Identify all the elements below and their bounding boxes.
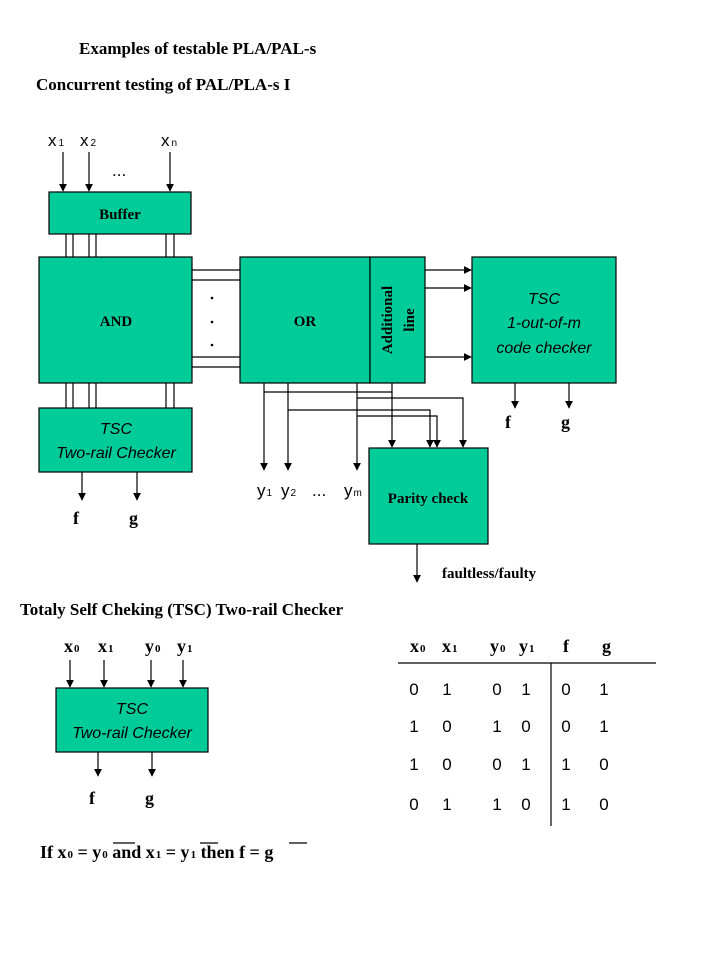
bottom-f-output: f xyxy=(89,788,96,808)
tsc-1-out-of-m-block xyxy=(471,256,617,384)
truth-table-cell: 1 xyxy=(599,680,608,699)
truth-table-cell: 1 xyxy=(599,717,608,736)
top-g-output: g xyxy=(561,412,570,432)
truth-table-cell: 1 xyxy=(409,717,418,736)
truth-table-cell: 0 xyxy=(599,755,608,774)
tt-header-y1: y1 xyxy=(519,636,535,656)
top-f-output: f xyxy=(505,412,512,432)
tsc-top-line3: code checker xyxy=(496,340,592,357)
left-f-output: f xyxy=(73,508,80,528)
and-or-dots xyxy=(210,296,214,347)
bottom-input-y1: y1 xyxy=(177,636,193,656)
input-dots: ... xyxy=(112,161,126,180)
parity-check-label: Parity check xyxy=(388,491,469,507)
tsc-two-rail-left-block xyxy=(38,407,193,473)
output-ym: ym xyxy=(344,481,362,500)
tsc-two-rail-bottom-block xyxy=(55,687,209,753)
parity-output-label: faultless/faulty xyxy=(442,566,537,582)
truth-table-cell: 0 xyxy=(492,755,501,774)
tsc-left-line1: TSC xyxy=(100,421,132,438)
page-subheading: Concurrent testing of PAL/PLA-s I xyxy=(36,75,291,94)
output-dots: ... xyxy=(312,481,326,500)
bottom-input-x0: x0 xyxy=(64,636,80,656)
truth-table-cell: 1 xyxy=(561,755,570,774)
parity-check-block xyxy=(368,447,489,545)
truth-table-cell: 1 xyxy=(492,717,501,736)
bottom-g-output: g xyxy=(145,788,154,808)
truth-table-cell: 0 xyxy=(561,717,570,736)
truth-table-cell: 1 xyxy=(521,755,530,774)
tsc-top-line2: 1-out-of-m xyxy=(507,315,581,332)
truth-table-cell: 0 xyxy=(561,680,570,699)
tsc-left-line2: Two-rail Checker xyxy=(56,445,176,462)
and-block xyxy=(38,256,193,384)
truth-table-cell: 0 xyxy=(442,755,451,774)
truth-table-cell: 0 xyxy=(409,680,418,699)
truth-table-cell: 0 xyxy=(599,795,608,814)
additional-line-label-2: line xyxy=(402,308,418,332)
output-y1: y1 xyxy=(257,481,273,500)
section-title: Totaly Self Cheking (TSC) Two-rail Check… xyxy=(20,600,344,619)
additional-line-label: Additional xyxy=(380,286,396,354)
left-g-output: g xyxy=(129,508,138,528)
tt-header-y0: y0 xyxy=(490,636,506,656)
and-label: AND xyxy=(100,314,133,330)
truth-table-cell: 0 xyxy=(521,795,530,814)
truth-table-header: x0 x1 y0 y1 f g xyxy=(410,636,611,656)
bottom-input-x1: x1 xyxy=(98,636,114,656)
truth-table-cell: 1 xyxy=(521,680,530,699)
buffer-label: Buffer xyxy=(99,207,141,223)
buffer-block xyxy=(48,191,192,235)
truth-table-cell: 1 xyxy=(442,795,451,814)
truth-table-cell: 0 xyxy=(492,680,501,699)
bottom-input-y0: y0 xyxy=(145,636,161,656)
truth-table-cell: 1 xyxy=(561,795,570,814)
truth-table-cell: 0 xyxy=(521,717,530,736)
tsc-bottom-line2: Two-rail Checker xyxy=(72,725,192,742)
tsc-top-line1: TSC xyxy=(528,291,560,308)
truth-table-cell: 1 xyxy=(409,755,418,774)
condition-text: If x0 = y0 and x1 = y1 then f = g xyxy=(40,842,273,862)
tt-header-x1: x1 xyxy=(442,636,458,656)
additional-line-block xyxy=(369,256,426,384)
tsc-bottom-line1: TSC xyxy=(116,701,148,718)
output-y2: y2 xyxy=(281,481,297,500)
tt-header-f: f xyxy=(563,636,570,656)
tt-header-g: g xyxy=(602,636,611,656)
truth-table: x0 x1 y0 y1 f g 0 1 0 1 0 1 1 0 1 0 0 1 1 0 0 1 1 0 0 1 1 0 1 0 xyxy=(398,636,656,826)
truth-table-cell: 1 xyxy=(442,680,451,699)
truth-table-cell: 0 xyxy=(442,717,451,736)
or-label: OR xyxy=(294,314,317,330)
tt-header-x0: x0 xyxy=(410,636,426,656)
truth-table-cell: 1 xyxy=(492,795,501,814)
truth-table-cell: 0 xyxy=(409,795,418,814)
page-heading: Examples of testable PLA/PAL-s xyxy=(79,39,317,58)
or-block xyxy=(239,256,371,384)
